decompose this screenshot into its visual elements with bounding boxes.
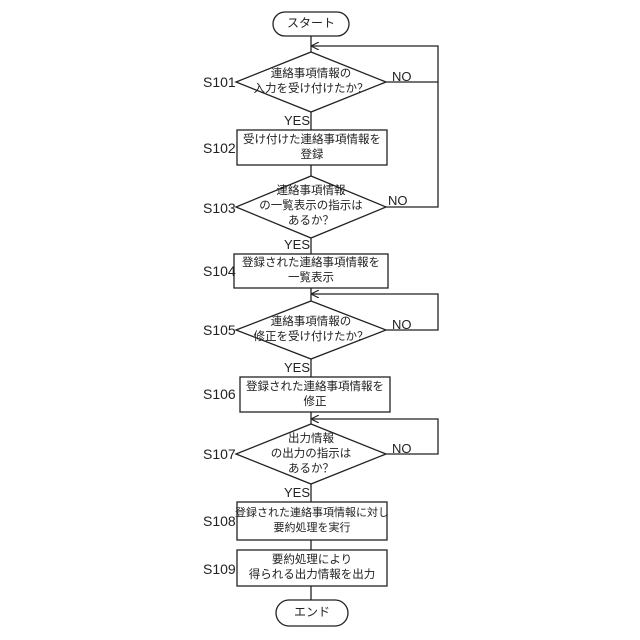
step-id-s103: S103 — [203, 200, 236, 216]
decision-s101-text: 連絡事項情報の 入力を受け付けたか？ — [254, 67, 369, 97]
process-s104-line-1: 登録された連絡事項情報を — [242, 256, 380, 271]
step-id-s101: S101 — [203, 74, 236, 90]
process-s109-line-1: 要約処理により — [249, 553, 376, 568]
decision-s101-line-1: 連絡事項情報の — [254, 67, 369, 82]
process-s102-line-1: 受け付けた連絡事項情報を — [243, 133, 381, 148]
yes-label-s105: YES — [284, 360, 310, 375]
process-s108-text: 登録された連絡事項情報に対し 要約処理を実行 — [235, 506, 389, 536]
decision-s105-line-2: 修正を受け付けたか？ — [254, 330, 369, 345]
step-id-s102: S102 — [203, 140, 236, 156]
decision-s107-text: 出力情報 の出力の指示は あるか？ — [271, 432, 352, 477]
start-label: スタート — [287, 16, 335, 31]
step-id-s107: S107 — [203, 446, 236, 462]
decision-s107-line-1: 出力情報 — [271, 432, 352, 447]
decision-s101-line-2: 入力を受け付けたか？ — [254, 82, 369, 97]
yes-label-s103: YES — [284, 237, 310, 252]
process-s104-line-2: 一覧表示 — [242, 271, 380, 286]
end-label: エンド — [294, 605, 330, 620]
decision-s103-text: 連絡事項情報 の一覧表示の指示は あるか？ — [259, 184, 363, 229]
process-s102-text: 受け付けた連絡事項情報を 登録 — [243, 133, 381, 163]
step-id-s109: S109 — [203, 561, 236, 577]
process-s106-text: 登録された連絡事項情報を 修正 — [246, 380, 384, 410]
step-id-s106: S106 — [203, 386, 236, 402]
process-s106-line-1: 登録された連絡事項情報を — [246, 380, 384, 395]
decision-s105-line-1: 連絡事項情報の — [254, 315, 369, 330]
no-label-s105: NO — [392, 317, 412, 332]
no-label-s103: NO — [388, 193, 408, 208]
process-s106-line-2: 修正 — [246, 395, 384, 410]
yes-label-s107: YES — [284, 485, 310, 500]
yes-label-s101: YES — [284, 113, 310, 128]
process-s109-line-2: 得られる出力情報を出力 — [249, 568, 376, 583]
no-label-s101: NO — [392, 69, 412, 84]
process-s108-line-2: 要約処理を実行 — [235, 521, 389, 536]
process-s108-line-1: 登録された連絡事項情報に対し — [235, 506, 389, 521]
decision-s103-line-1: 連絡事項情報 — [259, 184, 363, 199]
process-s104-text: 登録された連絡事項情報を 一覧表示 — [242, 256, 380, 286]
decision-s105-text: 連絡事項情報の 修正を受け付けたか？ — [254, 315, 369, 345]
process-s102-line-2: 登録 — [243, 148, 381, 163]
decision-s107-line-2: の出力の指示は — [271, 447, 352, 462]
step-id-s104: S104 — [203, 263, 236, 279]
step-id-s108: S108 — [203, 513, 236, 529]
step-id-s105: S105 — [203, 322, 236, 338]
process-s109-text: 要約処理により 得られる出力情報を出力 — [249, 553, 376, 583]
decision-s103-line-3: あるか？ — [259, 214, 363, 229]
decision-s103-line-2: の一覧表示の指示は — [259, 199, 363, 214]
decision-s107-line-3: あるか？ — [271, 462, 352, 477]
no-label-s107: NO — [392, 441, 412, 456]
